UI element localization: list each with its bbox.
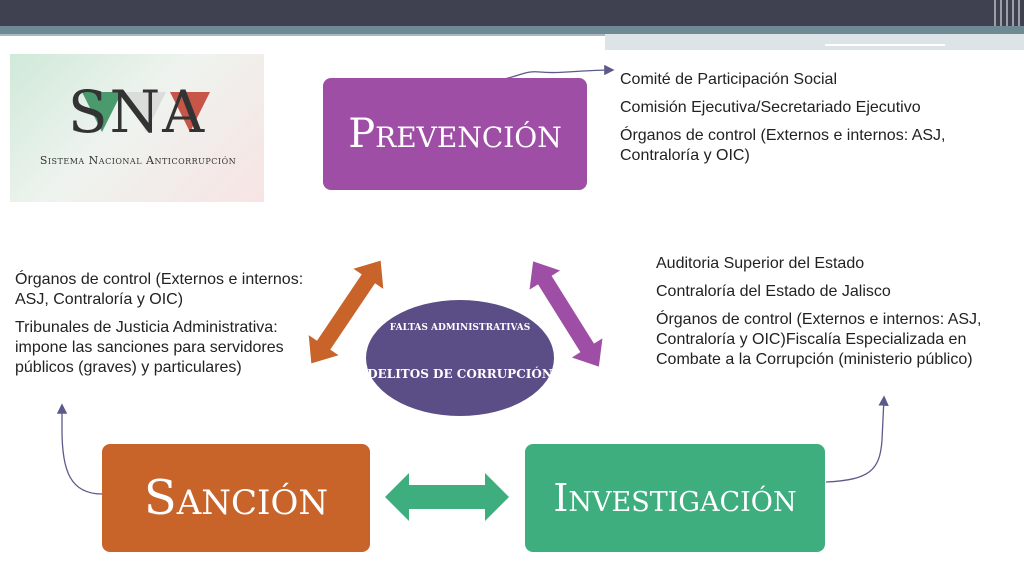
investigacion-box: Investigación bbox=[525, 444, 825, 552]
center-oval: FALTAS ADMINISTRATIVAS DELITOS DE CORRUP… bbox=[366, 300, 554, 416]
investigacion-item: Contraloría del Estado de Jalisco bbox=[656, 283, 891, 300]
connector-sancion bbox=[56, 403, 103, 495]
sancion-item: Tribunales de Justicia Administrativa: i… bbox=[15, 319, 284, 376]
arrow-prevencion-sancion bbox=[308, 260, 384, 364]
prevencion-annotation: Comité de Participación Social Comisión … bbox=[620, 70, 1000, 174]
sna-logo: SNA Sistema Nacional Anticorrupción bbox=[10, 54, 264, 202]
prevencion-box: Prevención bbox=[323, 78, 587, 190]
prevencion-item: Comité de Participación Social bbox=[620, 71, 837, 88]
prevencion-item: Comisión Ejecutiva/Secretariado Ejecutiv… bbox=[620, 99, 921, 116]
connector-investigacion bbox=[825, 395, 889, 483]
sancion-item: Órganos de control (Externos e internos:… bbox=[15, 271, 304, 308]
logo-acronym: SNA bbox=[67, 78, 207, 146]
center-label-faltas: FALTAS ADMINISTRATIVAS bbox=[389, 323, 531, 333]
corner-stripes bbox=[990, 0, 1024, 26]
investigacion-item: Órganos de control (Externos e internos:… bbox=[656, 311, 982, 368]
arrow-sancion-investigacion bbox=[385, 473, 509, 521]
prevencion-item: Órganos de control (Externos e internos:… bbox=[620, 127, 946, 164]
logo-flag-triangle bbox=[82, 92, 210, 152]
center-label-delitos: DELITOS DE CORRUPCIÓN bbox=[367, 367, 553, 381]
arrow-prevencion-investigacion bbox=[529, 261, 603, 367]
header-highlight bbox=[825, 44, 945, 46]
header-rule-right bbox=[605, 34, 1024, 50]
sancion-annotation: Órganos de control (Externos e internos:… bbox=[15, 270, 315, 386]
investigacion-item: Auditoria Superior del Estado bbox=[656, 255, 865, 272]
sancion-box: Sanción bbox=[102, 444, 370, 552]
title-bar-band bbox=[0, 0, 1024, 26]
title-bar-accent bbox=[0, 26, 1024, 34]
header-rule bbox=[0, 34, 610, 36]
investigacion-annotation: Auditoria Superior del Estado Contralorí… bbox=[656, 254, 1016, 378]
logo-subtitle: Sistema Nacional Anticorrupción bbox=[39, 154, 237, 167]
